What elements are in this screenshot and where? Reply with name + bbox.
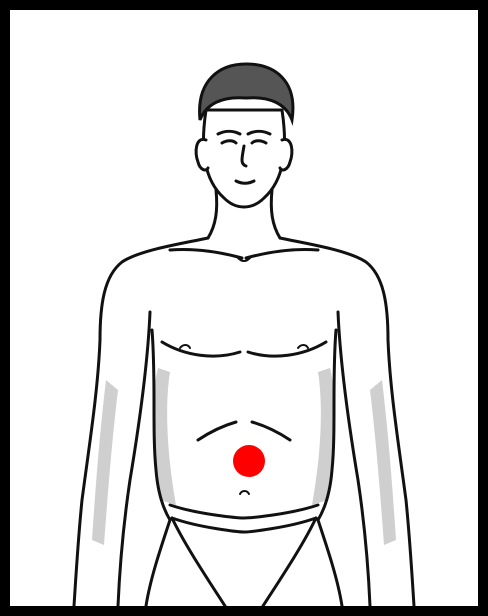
right-rib-line <box>252 422 290 440</box>
neck <box>208 190 217 238</box>
anatomy-figure <box>10 10 478 606</box>
right-ear <box>280 139 292 170</box>
right-shoulder-arm <box>280 238 414 606</box>
sternum-mark <box>238 258 250 261</box>
right-inner-arm <box>338 312 370 606</box>
left-ear <box>196 139 208 170</box>
right-pectoral <box>248 342 326 356</box>
neck-right <box>271 190 280 238</box>
briefs-right-leg <box>263 518 316 606</box>
briefs-waistband <box>170 505 318 518</box>
left-hip-line <box>146 520 170 606</box>
body-outline <box>74 190 414 606</box>
right-hip-line <box>318 520 342 606</box>
left-clavicle <box>170 249 242 258</box>
left-pectoral <box>162 342 240 356</box>
right-nipple <box>298 345 308 348</box>
pain-point-marker-icon <box>233 445 265 477</box>
navel <box>240 491 249 494</box>
left-nipple <box>180 345 190 348</box>
head <box>196 64 293 207</box>
right-clavicle <box>246 249 318 258</box>
left-shoulder-arm <box>74 238 208 606</box>
left-rib-line <box>198 422 236 440</box>
briefs-left-leg <box>172 518 225 606</box>
briefs-lower-band <box>172 518 316 532</box>
left-inner-arm <box>118 312 150 606</box>
